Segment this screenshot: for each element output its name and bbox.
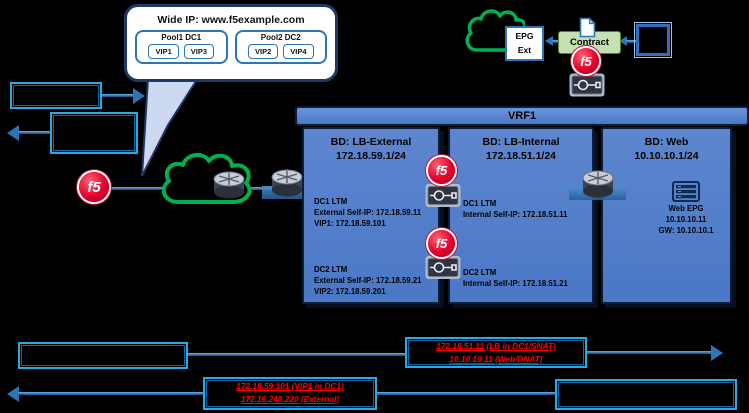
flow1-translation-box: 172.18.51.11 (LB in DC1/SNAT) 10.10.10.1… (405, 337, 587, 368)
connector-line (552, 40, 560, 43)
connector-line (18, 392, 203, 395)
arrow-left-icon (619, 36, 627, 46)
epg-ext-line2: Ext (517, 44, 532, 55)
bd-name: BD: LB-External (330, 136, 412, 148)
connector-line (18, 131, 50, 134)
contract-document-icon (579, 17, 596, 38)
dc1-ltm-internal-info: DC1 LTM Internal Self-IP: 172.18.51.11 (463, 199, 567, 221)
info-line: Internal Self-IP: 172.18.51.21 (463, 278, 568, 288)
vip2-box: VIP2 (247, 44, 279, 59)
annotation-box-top-left-2 (50, 112, 138, 154)
bd-lb-internal: BD: LB-Internal 172.18.51.1/24 DC1 LTM I… (448, 127, 594, 304)
info-line: DC1 LTM (463, 199, 497, 208)
info-line: DC2 LTM (463, 268, 497, 277)
f5-ltm-dc1-logo-icon: f5 (428, 157, 455, 184)
flow2-translation-box: 172.18.59.101 (VIP1 in DC1) 172.16.248.2… (203, 377, 377, 410)
pool2-label: Pool2 DC2 (260, 33, 301, 42)
pool1-label: Pool1 DC1 (161, 33, 202, 42)
bd-lb-external: BD: LB-External 172.18.59.1/24 DC1 LTM E… (302, 127, 440, 304)
epg-ext-line1: EPG (515, 31, 534, 41)
info-line: VIP1: 172.18.59.101 (314, 218, 386, 228)
vip1-box: VIP1 (148, 44, 179, 59)
connector-line (188, 353, 406, 356)
connector-line (626, 40, 637, 43)
arrow-left-icon (545, 36, 553, 46)
bd-web: BD: Web 10.10.10.1/24 Web EPG 10.10.10.1… (601, 127, 732, 304)
connector-line (243, 187, 275, 190)
f5-gtm-logo-icon: f5 (79, 172, 109, 202)
f5-logo-text: f5 (580, 53, 592, 69)
f5-ltm-dc2-appliance-icon (425, 256, 461, 279)
connector-line (106, 187, 170, 190)
bd-lb-internal-title: BD: LB-Internal 172.18.51.1/24 (450, 129, 592, 163)
bd-subnet: 172.18.51.1/24 (485, 149, 557, 162)
bd-name: BD: LB-Internal (482, 136, 560, 148)
pool-row: Pool1 DC1 VIP1 VIP3 Pool2 DC2 VIP2 VIP4 (127, 26, 335, 64)
dc2-ltm-external-info: DC2 LTM External Self-IP: 172.18.59.21 V… (314, 265, 422, 298)
router-icon (582, 170, 614, 198)
connector-line (587, 351, 713, 354)
info-line: DC1 LTM (314, 197, 348, 206)
router-icon (213, 171, 245, 199)
wide-ip-callout: Wide IP: www.f5example.com Pool1 DC1 VIP… (124, 4, 338, 82)
flow1-line1: 172.18.51.11 (LB in DC1/SNAT) (436, 341, 556, 351)
arrow-right-icon (711, 345, 723, 361)
flow2-text: 172.18.59.101 (VIP1 in DC1) 172.16.248.2… (205, 379, 375, 406)
web-epg-square (634, 22, 672, 58)
flow1-text: 172.18.51.11 (LB in DC1/SNAT) 10.10.10.1… (407, 339, 585, 366)
dc1-ltm-external-info: DC1 LTM External Self-IP: 172.18.59.11 V… (314, 197, 421, 230)
flow1-source-box (18, 342, 188, 369)
flow2-line1: 172.18.59.101 (VIP1 in DC1) (236, 381, 344, 391)
arrow-left-icon (7, 386, 19, 402)
flow2-destination-box (555, 379, 737, 410)
server-rack-icon (672, 181, 700, 202)
f5-ltm-dc1-appliance-icon (425, 184, 461, 207)
f5-logo-text: f5 (87, 178, 101, 196)
pool2-dc2: Pool2 DC2 VIP2 VIP4 (234, 30, 327, 64)
connector-line (377, 392, 555, 395)
arrow-left-icon (7, 125, 19, 141)
web-epg-info: Web EPG 10.10.10.11 GW: 10.10.10.1 (650, 181, 722, 237)
bd-name: BD: Web (644, 136, 689, 148)
flow1-line2: 10.10.10.11 (Web/DNAT) (449, 353, 543, 364)
pool1-dc1: Pool1 DC1 VIP1 VIP3 (135, 30, 228, 64)
bd-web-title: BD: Web 10.10.10.1/24 (603, 129, 730, 163)
web-epg-label: Web EPG (668, 204, 704, 213)
info-line: VIP2: 172.18.59.201 (314, 286, 386, 296)
web-epg-gw: GW: 10.10.10.1 (658, 225, 714, 235)
info-line: DC2 LTM (314, 265, 348, 274)
info-line: Internal Self-IP: 172.18.51.11 (463, 209, 568, 219)
f5-logo-text: f5 (435, 236, 448, 251)
f5-logo-icon: f5 (573, 48, 599, 74)
dc2-ltm-internal-info: DC2 LTM Internal Self-IP: 172.18.51.21 (463, 268, 568, 290)
connector-line (102, 94, 134, 97)
vip4-box: VIP4 (283, 44, 314, 59)
f5-logo-text: f5 (435, 163, 448, 178)
f5-ltm-dc2-logo-icon: f5 (428, 230, 455, 257)
flow2-line2: 172.16.248.220 (External) (240, 393, 340, 404)
bd-lb-external-title: BD: LB-External 172.18.59.1/24 (304, 129, 438, 163)
vip3-box: VIP3 (183, 44, 215, 59)
bd-subnet: 10.10.10.1/24 (634, 149, 699, 162)
web-epg-ip: 10.10.10.11 (665, 214, 707, 224)
annotation-box-top-left-1 (10, 82, 102, 109)
f5-appliance-icon (569, 73, 605, 97)
epg-ext-box: EPG Ext (505, 26, 544, 61)
bd-subnet: 172.18.59.1/24 (335, 149, 407, 162)
info-line: External Self-IP: 172.18.59.11 (314, 207, 422, 217)
vrf-bar: VRF1 (295, 106, 749, 126)
wide-ip-title: Wide IP: www.f5example.com (157, 14, 305, 26)
arrow-right-icon (133, 88, 145, 104)
info-line: External Self-IP: 172.18.59.21 (314, 275, 422, 285)
router-icon (271, 169, 303, 197)
